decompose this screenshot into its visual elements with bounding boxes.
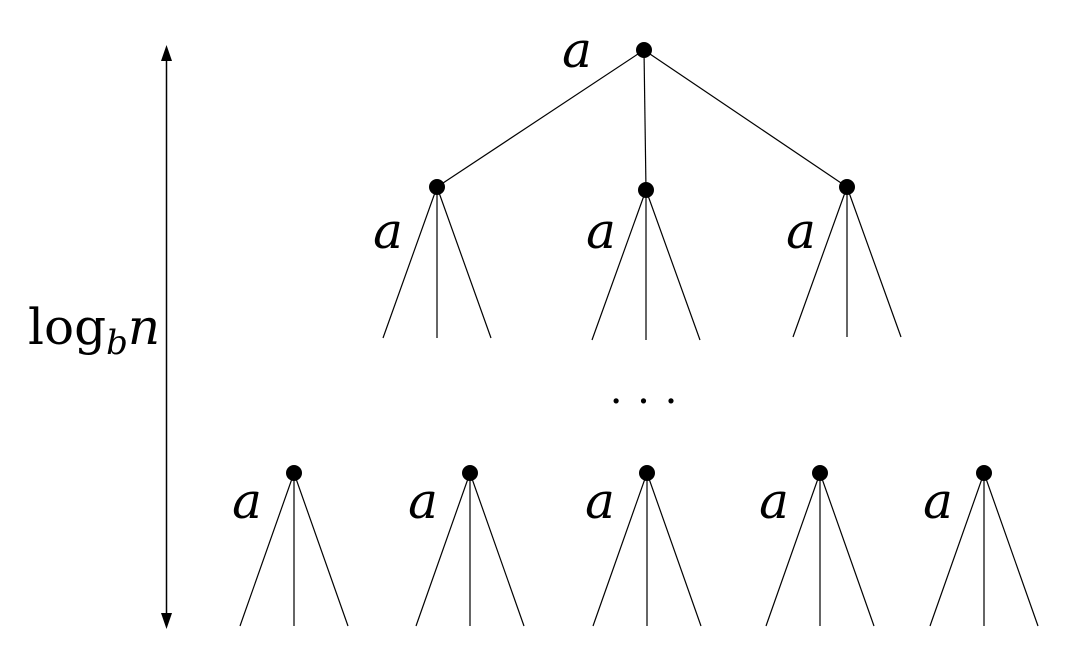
root-node-label: a xyxy=(562,21,592,79)
leaf-node-fan-5 xyxy=(929,472,1039,627)
edge-root-to-child-3 xyxy=(643,49,848,188)
height-label: logbn xyxy=(28,298,160,363)
leaf-node-2 xyxy=(462,465,478,481)
leaf-node-label-5: a xyxy=(923,472,953,530)
edge-root-to-child-2 xyxy=(643,49,647,191)
internal-node-fan-2 xyxy=(591,189,701,341)
internal-node-fan-3 xyxy=(792,186,902,338)
root-edges xyxy=(436,49,848,191)
log-argument-text: n xyxy=(128,298,160,356)
leaf-node-label-1: a xyxy=(232,472,262,530)
arrow-down-icon xyxy=(161,613,172,629)
internal-node-1 xyxy=(429,179,445,195)
log-base-subscript: b xyxy=(106,323,128,363)
internal-node-label-2: a xyxy=(586,202,616,260)
leaf-node-fan-4 xyxy=(765,472,875,627)
leaf-node-5 xyxy=(976,465,992,481)
internal-node-fan-1 xyxy=(382,186,492,339)
leaf-node-fan-3 xyxy=(592,472,702,627)
leaf-node-fan-1 xyxy=(239,472,349,627)
root-node xyxy=(636,42,652,58)
arrow-up-icon xyxy=(161,45,172,61)
height-arrow xyxy=(161,45,172,629)
leaf-node-1 xyxy=(286,465,302,481)
internal-node-label-3: a xyxy=(786,202,816,260)
leaf-node-label-2: a xyxy=(408,472,438,530)
leaf-node-fan-2 xyxy=(415,472,525,627)
leaf-node-label-3: a xyxy=(585,472,615,530)
leaf-node-3 xyxy=(639,465,655,481)
internal-node-label-1: a xyxy=(373,202,403,260)
leaf-node-4 xyxy=(812,465,828,481)
edge-root-to-child-1 xyxy=(436,49,645,188)
leaf-node-label-4: a xyxy=(759,472,789,530)
internal-node-2 xyxy=(638,182,654,198)
log-function-text: log xyxy=(28,298,106,356)
internal-node-3 xyxy=(839,179,855,195)
levels-ellipsis: . . . xyxy=(610,367,679,413)
